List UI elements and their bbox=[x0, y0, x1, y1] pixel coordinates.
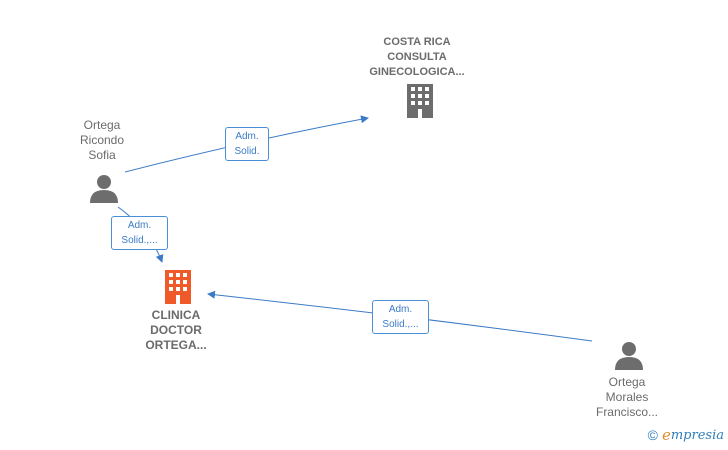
edge-label-sofia-costa-rica[interactable]: Adm. Solid. bbox=[225, 127, 269, 161]
company-label-costa-rica[interactable]: COSTA RICA CONSULTA GINECOLOGICA... bbox=[369, 36, 465, 78]
person-label-ortega-ricondo[interactable]: Ortega Ricondo Sofia bbox=[79, 118, 125, 162]
brand-name: mpresia bbox=[670, 427, 724, 443]
edge-label-sofia-clinica[interactable]: Adm. Solid.,... bbox=[111, 216, 168, 250]
person-icon[interactable] bbox=[89, 173, 119, 203]
edge-label-francisco-clinica[interactable]: Adm. Solid.,... bbox=[372, 300, 429, 334]
person-icon[interactable] bbox=[614, 340, 644, 370]
building-icon[interactable] bbox=[403, 84, 437, 118]
building-icon[interactable] bbox=[161, 270, 195, 304]
company-label-clinica[interactable]: CLINICA DOCTOR ORTEGA... bbox=[145, 308, 207, 352]
brand-initial: e bbox=[661, 426, 671, 444]
person-label-ortega-morales[interactable]: Ortega Morales Francisco... bbox=[595, 375, 658, 419]
copyright-symbol: © bbox=[647, 427, 658, 443]
